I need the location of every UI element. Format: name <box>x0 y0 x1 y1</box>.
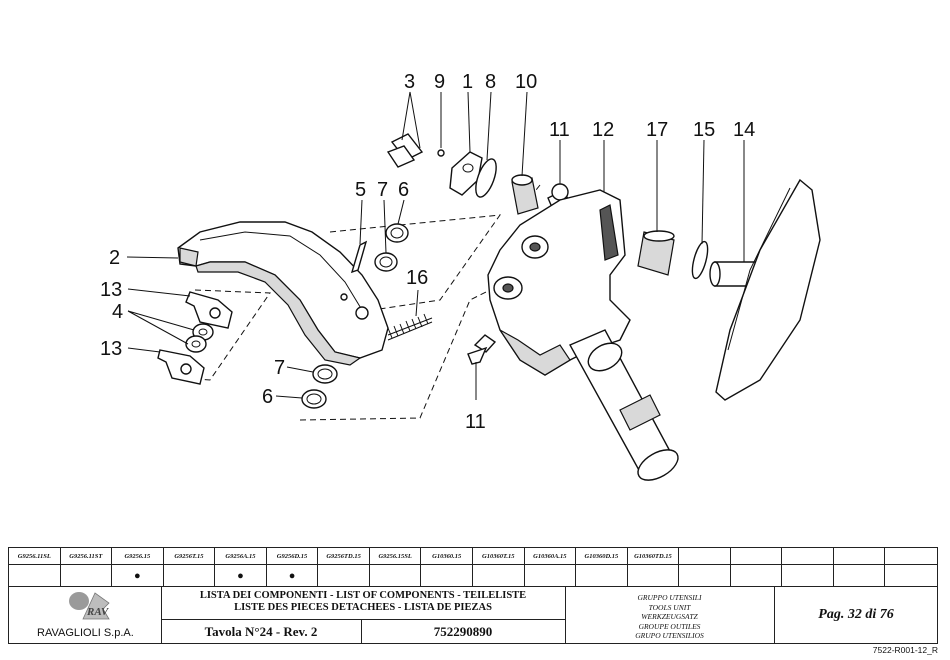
callout-16: 16 <box>406 267 428 289</box>
model-header-cell: G9256.15SL <box>369 548 422 565</box>
model-header-cell <box>782 548 834 565</box>
company-name: RAVAGLIOLI S.p.A. <box>37 627 134 639</box>
washer-part <box>374 252 398 272</box>
model-header-cell: G10360D.15 <box>576 548 628 565</box>
callout-3: 3 <box>404 71 415 93</box>
callout-12: 12 <box>592 119 614 141</box>
model-mark-cell <box>370 565 422 587</box>
callout-2: 2 <box>109 247 120 269</box>
model-header-cell <box>833 548 886 565</box>
model-header-cell: G9256.15 <box>112 548 164 565</box>
callout-13-upper: 13 <box>100 279 122 301</box>
callout-6-upper: 6 <box>398 179 409 201</box>
page-number: Pag. 32 di 76 <box>818 607 894 622</box>
callout-6-lower: 6 <box>262 386 273 408</box>
model-mark-cell: ● <box>112 565 164 587</box>
drawing-code: 752290890 <box>433 624 493 639</box>
model-header-cell <box>885 548 937 565</box>
washer-part <box>312 364 338 384</box>
tavola-revision: Tavola N°24 - Rev. 2 <box>161 620 362 644</box>
title-line-2: LISTE DES PIECES DETACHEES - LISTA DE PI… <box>234 602 492 613</box>
model-header-cell: G9256A.15 <box>215 548 267 565</box>
callout-leader-lines <box>126 91 745 400</box>
callout-1: 1 <box>462 71 473 93</box>
model-header-cell: G10360T.15 <box>473 548 525 565</box>
pin-part <box>350 240 368 274</box>
tool-head-part <box>709 178 821 401</box>
model-header-cell: G9256T.15 <box>163 548 216 565</box>
callout-7-upper: 7 <box>377 179 388 201</box>
model-mark-cell <box>679 565 731 587</box>
washer-part <box>301 389 327 409</box>
model-mark-cell <box>9 565 61 587</box>
title-line-1: LISTA DEI COMPONENTI - LIST OF COMPONENT… <box>199 590 527 601</box>
title-block: RAV RAVAGLIOLI S.p.A. LISTA DEI COMPONEN… <box>8 587 938 644</box>
model-header-cell: G9256TD.15 <box>318 548 370 565</box>
model-mark-cell <box>421 565 473 587</box>
callout-8: 8 <box>485 71 496 93</box>
callout-13-lower: 13 <box>100 338 122 360</box>
callout-17: 17 <box>646 119 668 141</box>
callout-11-upper: 11 <box>549 119 570 141</box>
washer-part <box>475 158 497 198</box>
model-header-cell <box>679 548 731 565</box>
model-mark-cell <box>473 565 525 587</box>
bushing-part <box>511 174 539 215</box>
model-mark-cell <box>834 565 886 587</box>
model-mark-cell <box>782 565 834 587</box>
group-name-es: GRUPO UTENSILIOS <box>635 631 704 640</box>
washer-part <box>385 223 409 243</box>
model-mark-cell <box>164 565 216 587</box>
exploded-view-drawing: 3 9 1 8 10 11 12 17 15 14 5 7 6 2 16 13 … <box>100 71 821 481</box>
callout-10: 10 <box>515 71 537 93</box>
callout-4: 4 <box>112 301 123 323</box>
model-mark-cell <box>525 565 577 587</box>
callout-15: 15 <box>693 119 715 141</box>
spring-part <box>387 313 433 341</box>
nut-part <box>185 323 214 353</box>
callout-11-lower: 11 <box>465 411 486 433</box>
main-bracket-part <box>487 189 679 481</box>
model-header-cell: G9256.11SL <box>9 548 61 565</box>
group-name-en: TOOLS UNIT <box>648 602 691 612</box>
group-name-it: GRUPPO UTENSILI <box>637 593 702 602</box>
model-header-cell: G10360A.15 <box>524 548 577 565</box>
model-mark-cell: ● <box>267 565 319 587</box>
model-header-cell <box>730 548 783 565</box>
model-mark-cell <box>628 565 680 587</box>
model-mark-cell <box>61 565 113 587</box>
plate-part <box>157 349 205 385</box>
washer-part <box>691 240 709 280</box>
model-mark-cell <box>731 565 783 587</box>
lower-bolt-part <box>467 334 497 365</box>
model-mark-cell <box>885 565 937 587</box>
sleeve-part <box>637 230 675 276</box>
model-header-cell: G9256.11ST <box>60 548 113 565</box>
assembly-guide-lines <box>184 184 541 421</box>
model-mark-cell <box>576 565 628 587</box>
model-header-cell: G10360TD.15 <box>627 548 680 565</box>
logo-text: RAV <box>86 606 110 618</box>
bolt-part <box>386 133 445 168</box>
group-name-fr: GROUPE OUTILES <box>638 621 701 631</box>
title-cell: LISTA DEI COMPONENTI - LIST OF COMPONENT… <box>161 587 566 644</box>
callout-14: 14 <box>733 119 755 141</box>
model-header-cell: G10360.15 <box>421 548 473 565</box>
callout-7-lower: 7 <box>274 357 285 379</box>
company-logo-cell: RAV RAVAGLIOLI S.p.A. <box>9 587 162 643</box>
callout-5: 5 <box>355 179 366 201</box>
model-mark-cell <box>318 565 370 587</box>
document-reference: 7522-R001-12_R <box>872 645 938 655</box>
plate-part <box>185 291 233 329</box>
ravaglioli-logo-icon: RAV <box>69 592 110 620</box>
group-name-de: WERKZEUGSATZ <box>641 612 698 621</box>
pedal-lever-part <box>177 221 389 366</box>
model-mark-cell: ● <box>215 565 267 587</box>
group-name-cell: GRUPPO UTENSILI TOOLS UNIT WERKZEUGSATZ … <box>565 587 775 643</box>
callout-9: 9 <box>434 71 445 93</box>
model-header-cell: G9256D.15 <box>266 548 319 565</box>
